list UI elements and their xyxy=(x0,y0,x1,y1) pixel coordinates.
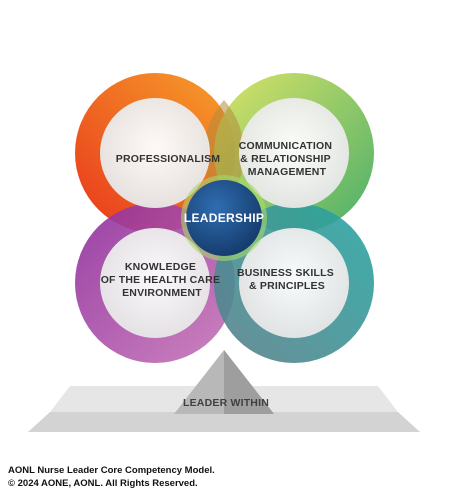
label-leader-within: LEADER WITHIN xyxy=(183,397,269,409)
inner-disc-professionalism xyxy=(100,98,210,208)
inner-disc-business xyxy=(239,228,349,338)
leader-within-base xyxy=(28,350,420,432)
leadership-circle xyxy=(186,180,262,256)
footer-line-model: AONL Nurse Leader Core Competency Model. xyxy=(8,465,215,476)
footer-line-copyright: © 2024 AONE, AONL. All Rights Reserved. xyxy=(8,478,198,489)
inner-disc-knowledge xyxy=(100,228,210,338)
inner-disc-communication xyxy=(239,98,349,208)
label-knowledge: KNOWLEDGE OF THE HEALTH CARE ENVIRONMENT xyxy=(101,261,224,299)
label-leadership: LEADERSHIP xyxy=(184,211,264,225)
label-communication: COMMUNICATION & RELATIONSHIP MANAGEMENT xyxy=(239,140,336,178)
label-business: BUSINESS SKILLS & PRINCIPLES xyxy=(237,267,337,292)
copyright-footer: AONL Nurse Leader Core Competency Model.… xyxy=(8,464,215,490)
label-professionalism: PROFESSIONALISM xyxy=(116,153,221,165)
